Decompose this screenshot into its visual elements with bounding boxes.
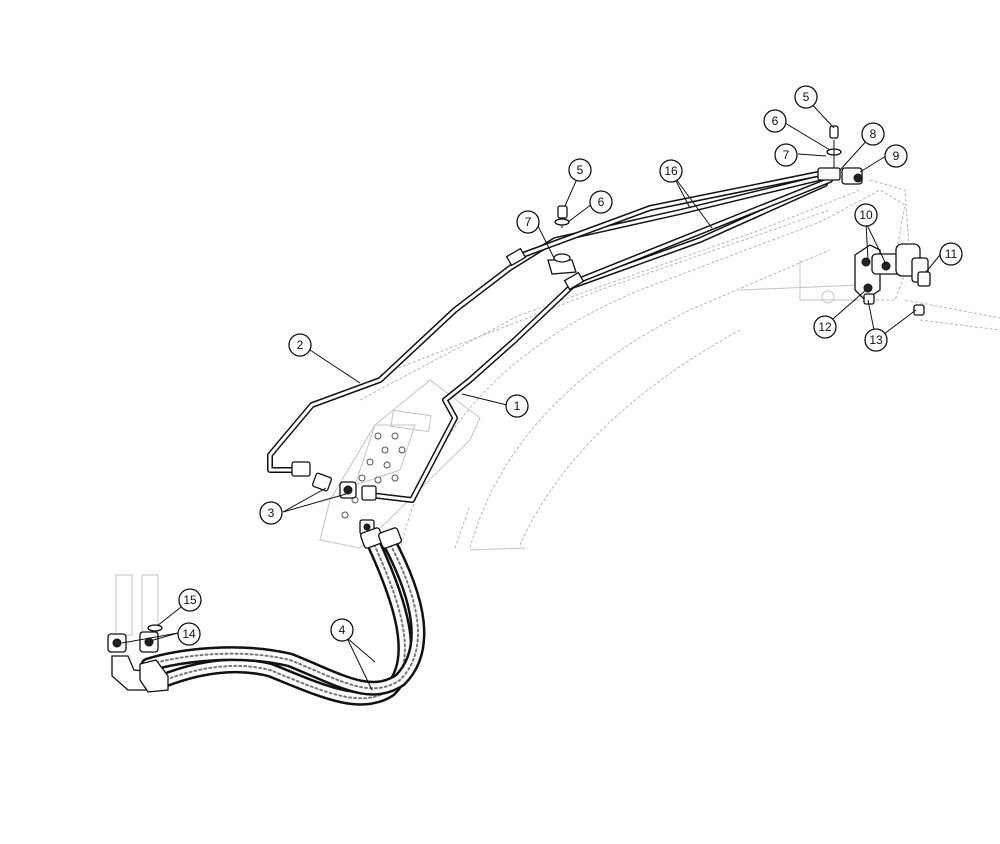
svg-text:14: 14 — [182, 627, 196, 641]
svg-text:6: 6 — [772, 114, 779, 128]
callout-4: 4 — [330, 618, 354, 642]
steel-tube-lines — [267, 169, 833, 503]
svg-text:8: 8 — [870, 127, 877, 141]
callout-3: 3 — [259, 501, 283, 525]
svg-text:6: 6 — [598, 195, 605, 209]
callout-6-lower: 6 — [589, 190, 613, 214]
svg-text:1: 1 — [514, 399, 521, 413]
callout-9: 9 — [884, 144, 908, 168]
callout-6-upper: 6 — [763, 109, 787, 133]
callout-5-lower: 5 — [568, 158, 592, 182]
callout-14: 14 — [177, 622, 201, 646]
svg-text:7: 7 — [783, 148, 790, 162]
svg-text:13: 13 — [869, 333, 883, 347]
tube-fittings — [291, 247, 585, 535]
callout-12: 12 — [813, 315, 837, 339]
svg-text:7: 7 — [525, 215, 532, 229]
svg-text:12: 12 — [818, 320, 832, 334]
svg-text:10: 10 — [859, 208, 873, 222]
callout-5-upper: 5 — [794, 85, 818, 109]
callout-2: 2 — [288, 333, 312, 357]
tube-clamp-upper — [817, 125, 863, 185]
svg-text:15: 15 — [183, 593, 197, 607]
boom-arm-outline — [359, 179, 1000, 551]
svg-text:9: 9 — [893, 149, 900, 163]
callout-15: 15 — [178, 588, 202, 612]
callout-10: 10 — [854, 203, 878, 227]
valve-mounting-plate — [319, 379, 481, 549]
svg-text:4: 4 — [339, 623, 346, 637]
svg-text:11: 11 — [945, 247, 958, 261]
svg-text:2: 2 — [297, 338, 304, 352]
rear-coupler-block — [854, 243, 931, 316]
svg-text:16: 16 — [664, 164, 678, 178]
leader-lines — [121, 97, 941, 691]
callout-7-lower: 7 — [516, 210, 540, 234]
svg-text:5: 5 — [577, 163, 584, 177]
tube-clamp-lower — [547, 205, 577, 275]
svg-text:3: 3 — [268, 506, 275, 520]
callout-7-upper: 7 — [774, 143, 798, 167]
hydraulic-hoses — [111, 527, 426, 706]
callout-8: 8 — [861, 122, 885, 146]
svg-text:5: 5 — [803, 90, 810, 104]
callout-11: 11 — [939, 242, 963, 266]
callout-16: 16 — [659, 159, 683, 183]
callout-1: 1 — [505, 394, 529, 418]
callout-13: 13 — [864, 328, 888, 352]
